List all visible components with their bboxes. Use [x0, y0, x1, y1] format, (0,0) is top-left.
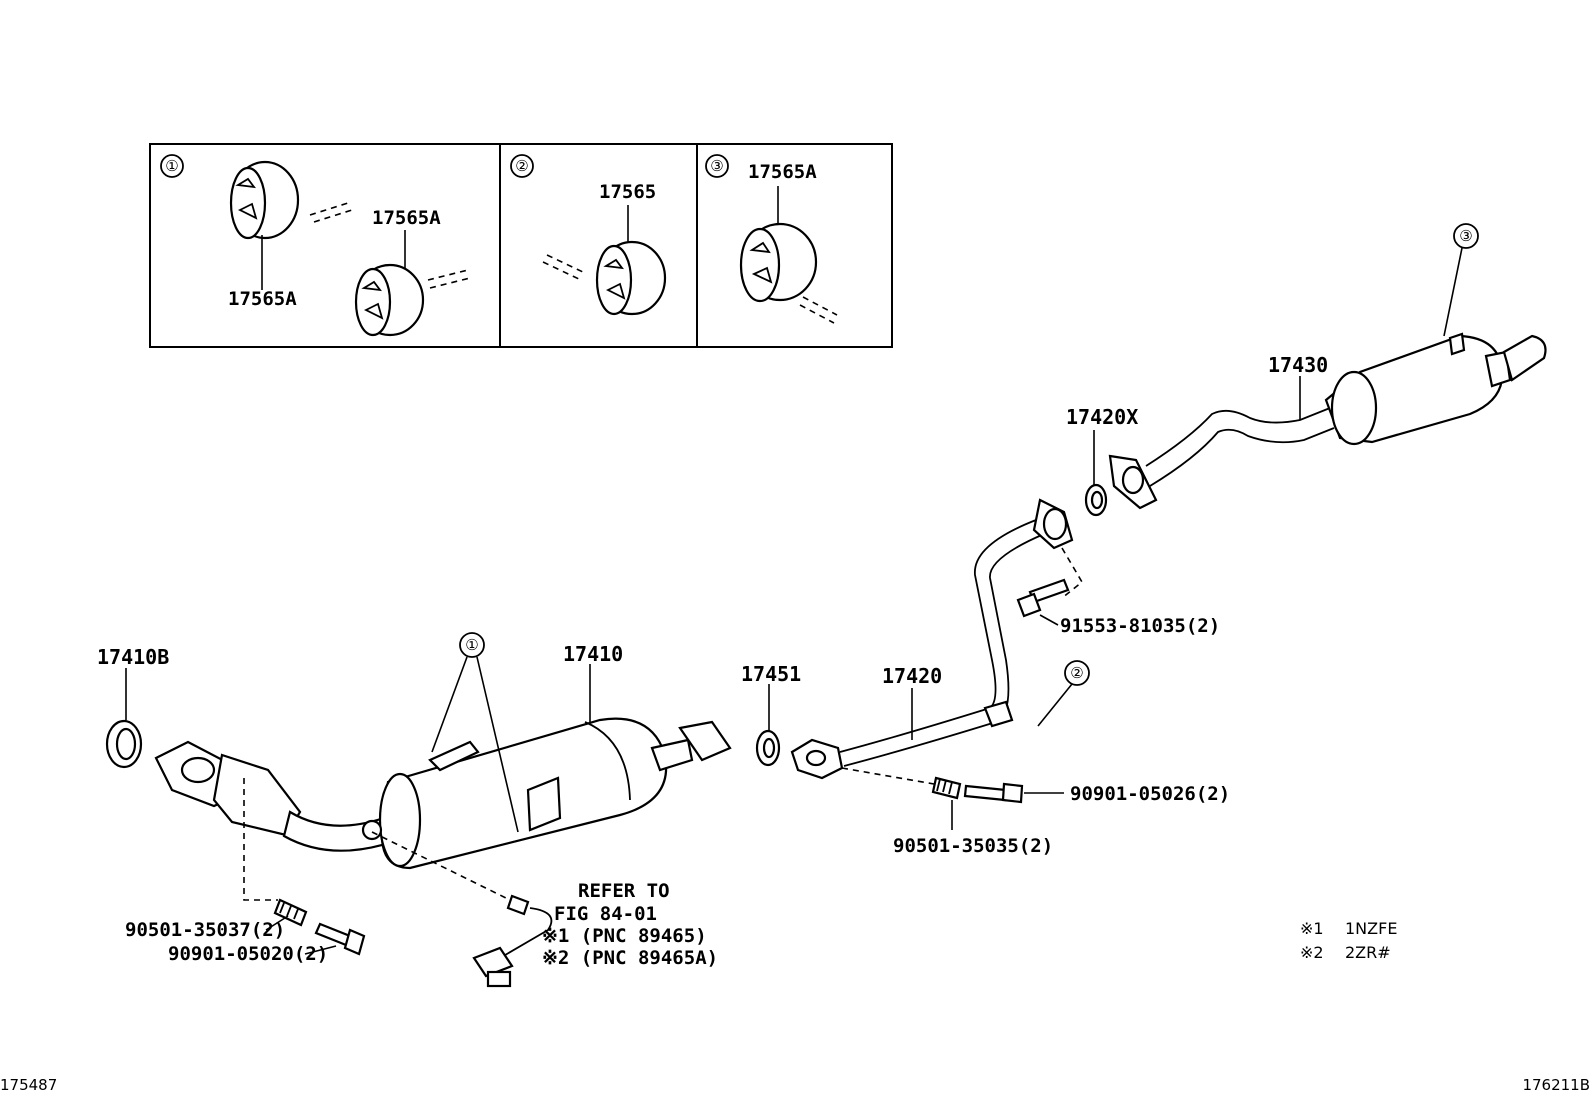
spring-bolt-icon — [931, 776, 962, 800]
flange-bolt-icon — [963, 782, 1024, 804]
inset-marker-3: ③ — [710, 157, 723, 175]
inset-label-17565A-b: 17565A — [372, 207, 441, 229]
callout-marker-1: ① — [465, 636, 478, 654]
inset-group-3: ③ 17565A — [705, 154, 838, 324]
part-label-17430: 17430 — [1268, 353, 1328, 377]
bolt-label-90501-35035: 90501-35035(2) — [893, 835, 1053, 857]
part-label-17451: 17451 — [741, 662, 801, 686]
inset-label-17565A-a: 17565A — [228, 288, 297, 310]
part-label-17410B: 17410B — [97, 645, 169, 669]
illustration-code-right: 176211B — [1522, 1076, 1590, 1094]
bolt-label-90901-05026: 90901-05026(2) — [1070, 783, 1230, 805]
legend-mark-2: ※2 — [1300, 943, 1324, 962]
legend-text-2: 2ZR# — [1345, 943, 1391, 962]
rubber-mount-icon — [354, 263, 425, 337]
callout-marker-2: ② — [1070, 664, 1083, 682]
part-label-17420X: 17420X — [1066, 405, 1138, 429]
bolt-label-90901-05020: 90901-05020(2) — [168, 943, 328, 965]
legend-mark-1: ※1 — [1300, 919, 1324, 938]
gasket-17451-icon — [755, 729, 781, 767]
bolt-label-91553-81035: 91553-81035(2) — [1060, 615, 1220, 637]
inset-group-1: ① 17565A 17565A — [160, 154, 471, 337]
tail-pipe-muffler-17430-icon — [1108, 332, 1547, 510]
part-label-17420: 17420 — [882, 664, 942, 688]
inset-panel: ① 17565A 17565A ② 17565 — [149, 143, 893, 348]
refer-line-1: REFER TO — [578, 880, 670, 902]
inset-label-17565A-c: 17565A — [748, 161, 817, 183]
front-exhaust-pipe-17410-icon — [154, 717, 732, 870]
oxygen-sensor-icon — [472, 894, 553, 988]
inset-marker-1: ① — [165, 157, 178, 175]
gasket-17420X-icon — [1084, 483, 1108, 517]
inset-group-2: ② 17565 — [510, 154, 667, 316]
rubber-mount-icon — [229, 160, 300, 240]
gasket-17410B-icon — [105, 719, 143, 769]
rubber-mount-icon — [739, 222, 818, 303]
refer-line-2: FIG 84-01 — [554, 903, 657, 925]
legend-text-1: 1NZFE — [1345, 919, 1397, 938]
refer-line-3: ※1 (PNC 89465) — [542, 925, 707, 947]
refer-line-4: ※2 (PNC 89465A) — [542, 947, 718, 969]
part-label-17410: 17410 — [563, 642, 623, 666]
center-exhaust-pipe-17420-icon — [790, 498, 1074, 780]
flange-bolt-icon — [1016, 578, 1070, 618]
rubber-mount-icon — [595, 240, 667, 316]
flange-bolt-icon — [314, 922, 366, 956]
spring-bolt-icon — [273, 898, 308, 927]
engine-legend: ※1 1NZFE ※2 2ZR# — [1300, 919, 1397, 962]
callout-marker-3: ③ — [1459, 227, 1472, 245]
inset-label-17565: 17565 — [599, 181, 656, 203]
illustration-code-left: 175487 — [0, 1076, 57, 1094]
bolt-label-90501-35037: 90501-35037(2) — [125, 919, 285, 941]
inset-marker-2: ② — [515, 157, 528, 175]
